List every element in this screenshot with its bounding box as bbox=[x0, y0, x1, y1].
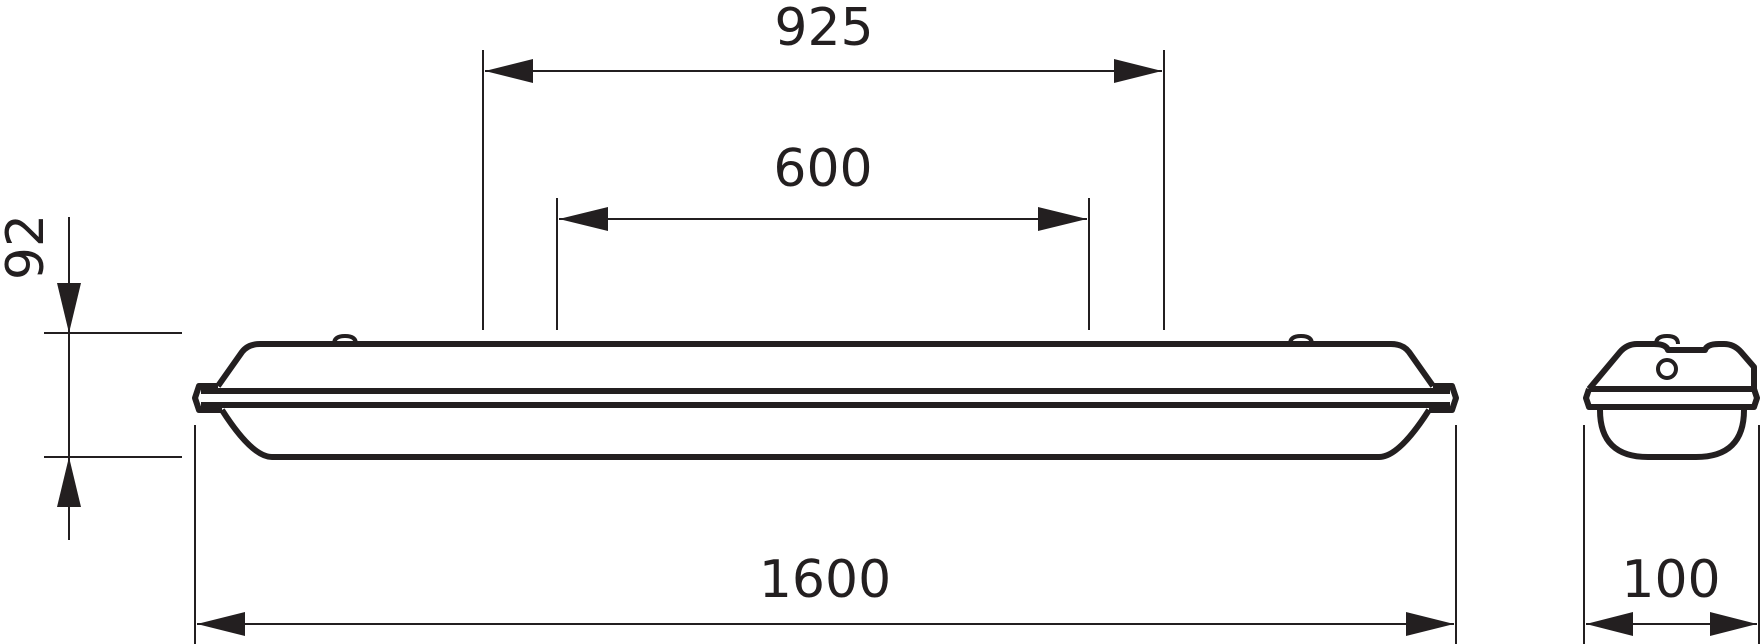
dimension-label-1600: 1600 bbox=[759, 550, 891, 610]
dimension-label-92: 92 bbox=[0, 214, 56, 280]
arrowhead-600-right bbox=[1038, 207, 1087, 231]
dimension-100: 100 bbox=[1583, 425, 1760, 644]
arrowhead-600-left bbox=[559, 207, 608, 231]
dimension-label-100: 100 bbox=[1621, 550, 1720, 610]
arrowhead-925-left bbox=[485, 59, 533, 83]
side-rail-ends bbox=[1583, 388, 1760, 410]
luminaire-front-view bbox=[192, 333, 1459, 460]
arrowhead-1600-right bbox=[1406, 612, 1454, 636]
mounting-clip-left bbox=[332, 333, 358, 345]
dimension-label-925: 925 bbox=[774, 0, 873, 58]
side-screw-hole bbox=[1656, 358, 1678, 380]
dimension-label-600: 600 bbox=[773, 139, 872, 199]
side-mounting-clip bbox=[1654, 333, 1680, 345]
arrowhead-1600-left bbox=[197, 612, 245, 636]
side-housing-top bbox=[1586, 341, 1757, 391]
diffuser-bottom bbox=[219, 408, 1432, 460]
arrowhead-92-bottom bbox=[57, 457, 81, 507]
housing-top bbox=[215, 341, 1436, 388]
end-cap-right bbox=[1429, 383, 1459, 413]
dimension-600: 600 bbox=[556, 139, 1090, 330]
dimension-1600: 1600 bbox=[194, 425, 1457, 644]
arrowhead-92-top bbox=[57, 283, 81, 333]
mounting-clip-right bbox=[1288, 333, 1314, 345]
arrowhead-100-left bbox=[1586, 612, 1633, 636]
dimension-925: 925 bbox=[482, 0, 1165, 330]
side-diffuser bbox=[1597, 407, 1747, 460]
luminaire-side-view bbox=[1583, 333, 1760, 460]
end-cap-left bbox=[192, 383, 222, 413]
arrowhead-925-right bbox=[1114, 59, 1162, 83]
arrowhead-100-right bbox=[1710, 612, 1757, 636]
dimension-92: 92 bbox=[0, 214, 182, 540]
